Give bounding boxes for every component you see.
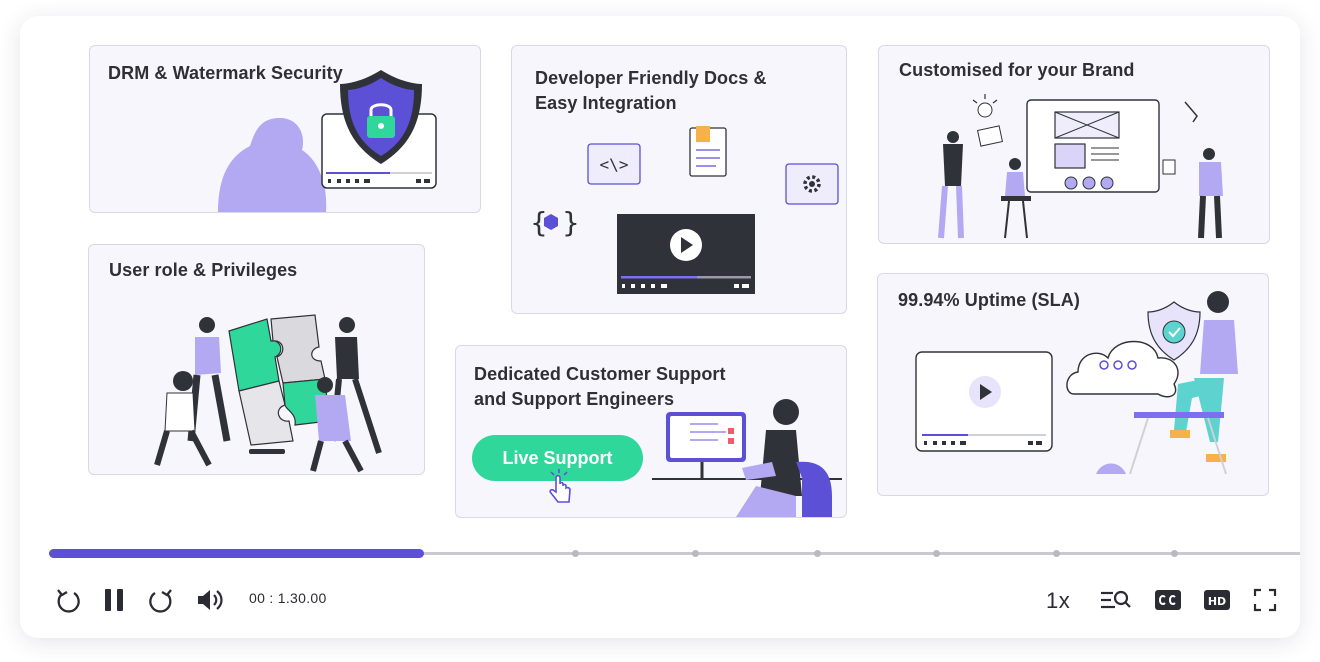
chapter-marker[interactable] [572,550,579,557]
volume-icon[interactable] [195,584,225,616]
card-title-line-1: Developer Friendly Docs & [535,68,767,88]
code-video-illustration: <\> { } [530,126,839,294]
card-title: DRM & Watermark Security [108,63,343,83]
pause-icon[interactable] [103,584,127,616]
chapter-marker[interactable] [1053,550,1060,557]
hooded-figure-illustration [218,70,437,212]
captions-icon[interactable] [1154,584,1182,616]
forward-icon[interactable] [147,584,175,616]
card-customer-support: Dedicated Customer Support and Support E… [455,345,847,518]
card-developer-docs: Developer Friendly Docs & Easy Integrati… [511,45,847,314]
card-customised-brand: Customised for your Brand [878,45,1270,244]
svg-text:<\>: <\> [600,155,629,174]
svg-text:HD: HD [1208,595,1226,608]
card-title: User role & Privileges [109,260,298,280]
card-title-line-1: Dedicated Customer Support [474,364,726,384]
fullscreen-icon[interactable] [1252,584,1278,616]
uptime-illustration [915,291,1238,475]
hd-icon[interactable]: HD [1203,584,1231,616]
svg-text:}: } [562,206,580,239]
puzzle-team-illustration [154,314,382,473]
video-player-frame: DRM & Watermark Security Developer Frien… [20,16,1300,638]
playback-speed-button[interactable]: 1x [1046,588,1071,613]
card-title-line-2: and Support Engineers [474,389,675,409]
card-drm-security: DRM & Watermark Security [89,45,481,213]
progress-fill[interactable] [49,549,424,558]
progress-track[interactable] [49,552,1300,555]
card-title: 99.94% Uptime (SLA) [898,290,1080,310]
card-user-roles: User role & Privileges [88,244,425,475]
cursor-hand-icon [549,469,571,503]
live-support-button[interactable]: Live Support [472,435,643,481]
chapter-marker[interactable] [814,550,821,557]
card-uptime-sla: 99.94% Uptime (SLA) [877,273,1269,496]
chapter-marker[interactable] [933,550,940,557]
svg-text:{: { [530,206,548,239]
team-branding-illustration [938,94,1223,239]
replay-icon[interactable] [54,584,82,616]
chapter-marker[interactable] [692,550,699,557]
support-agent-illustration [652,399,842,517]
time-display: 00 : 1.30.00 [249,590,327,606]
chapter-marker[interactable] [1171,550,1178,557]
card-title-line-2: Easy Integration [535,93,677,113]
card-title: Customised for your Brand [899,60,1135,80]
chapters-search-icon[interactable] [1099,584,1133,616]
